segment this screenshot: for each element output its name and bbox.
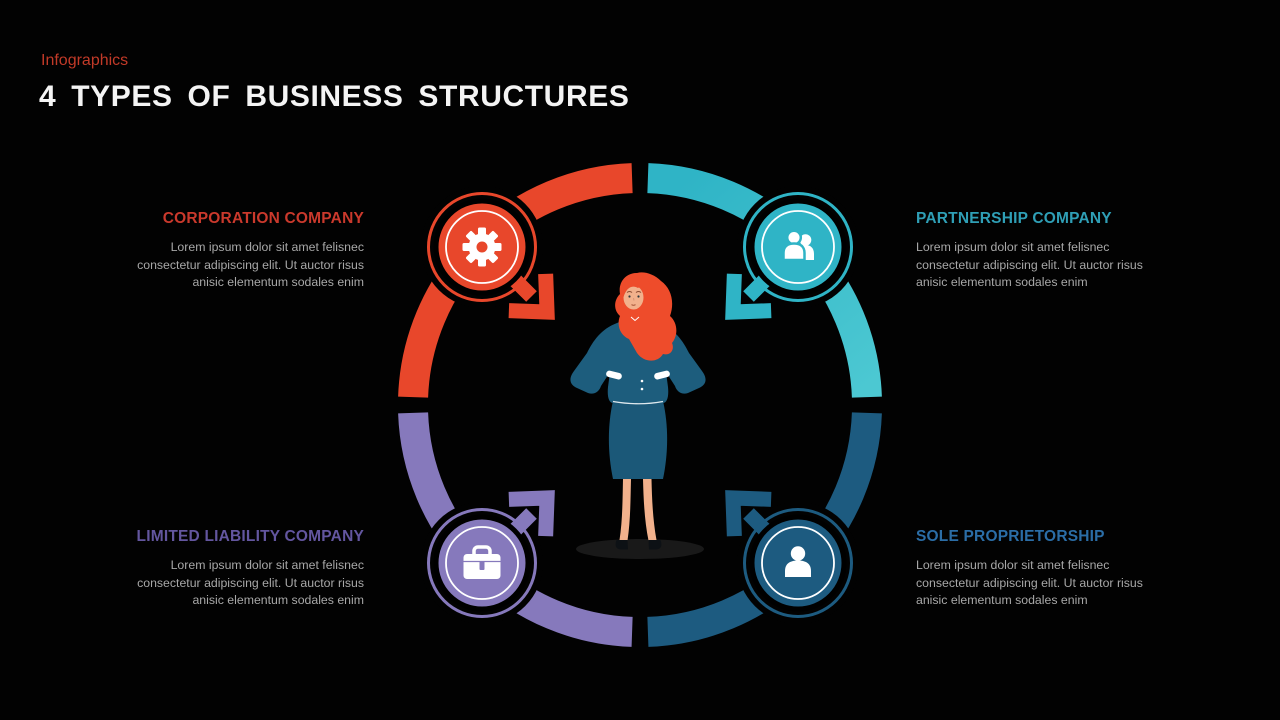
slide-eyebrow: Infographics bbox=[41, 52, 129, 69]
description-line: anisic elementum sodales enim bbox=[192, 275, 364, 289]
description-line: consectetur adipiscing elit. Ut auctor r… bbox=[916, 575, 1143, 590]
business-structures-cycle-diagram bbox=[398, 163, 882, 647]
briefcase-icon bbox=[463, 545, 501, 579]
people-icon bbox=[782, 229, 814, 262]
necklace bbox=[630, 316, 640, 322]
sole-proprietorship-text-block: SOLE PROPRIETORSHIP Lorem ipsum dolor si… bbox=[916, 528, 1168, 610]
person-icon bbox=[785, 546, 811, 577]
partnership-text-block: PARTNERSHIP COMPANY Lorem ipsum dolor si… bbox=[916, 210, 1168, 292]
description-line: anisic elementum sodales enim bbox=[916, 593, 1088, 607]
limited-liability-description: Lorem ipsum dolor sit amet felisnec cons… bbox=[112, 557, 364, 610]
limited-liability-heading: LIMITED LIABILITY COMPANY bbox=[136, 528, 364, 545]
description-line: consectetur adipiscing elit. Ut auctor r… bbox=[137, 575, 364, 590]
description-line: Lorem ipsum dolor sit amet felisnec bbox=[916, 240, 1110, 254]
partnership-description: Lorem ipsum dolor sit amet felisnec cons… bbox=[916, 239, 1168, 292]
limited-liability-text-block: LIMITED LIABILITY COMPANY Lorem ipsum do… bbox=[112, 528, 364, 610]
description-line: consectetur adipiscing elit. Ut auctor r… bbox=[137, 257, 364, 272]
corporation-node bbox=[421, 186, 555, 320]
partnership-node bbox=[725, 186, 859, 320]
description-line: consectetur adipiscing elit. Ut auctor r… bbox=[916, 257, 1143, 272]
gear-icon bbox=[462, 227, 502, 267]
partnership-heading: PARTNERSHIP COMPANY bbox=[916, 210, 1112, 227]
sole-proprietorship-heading: SOLE PROPRIETORSHIP bbox=[916, 528, 1105, 545]
limited-liability-node bbox=[421, 490, 555, 624]
description-line: anisic elementum sodales enim bbox=[192, 593, 364, 607]
corporation-description: Lorem ipsum dolor sit amet felisnec cons… bbox=[112, 239, 364, 292]
corporation-heading: CORPORATION COMPANY bbox=[162, 210, 364, 227]
description-line: Lorem ipsum dolor sit amet felisnec bbox=[170, 558, 364, 572]
sole-proprietorship-node bbox=[725, 490, 859, 624]
corporation-text-block: CORPORATION COMPANY Lorem ipsum dolor si… bbox=[112, 210, 364, 292]
ground-shadow bbox=[576, 539, 704, 559]
sole-proprietorship-description: Lorem ipsum dolor sit amet felisnec cons… bbox=[916, 557, 1168, 610]
description-line: anisic elementum sodales enim bbox=[916, 275, 1088, 289]
slide-title: 4 TYPES OF BUSINESS STRUCTURES bbox=[39, 80, 630, 113]
businesswoman-illustration bbox=[570, 272, 706, 559]
description-line: Lorem ipsum dolor sit amet felisnec bbox=[170, 240, 364, 254]
description-line: Lorem ipsum dolor sit amet felisnec bbox=[916, 558, 1110, 572]
